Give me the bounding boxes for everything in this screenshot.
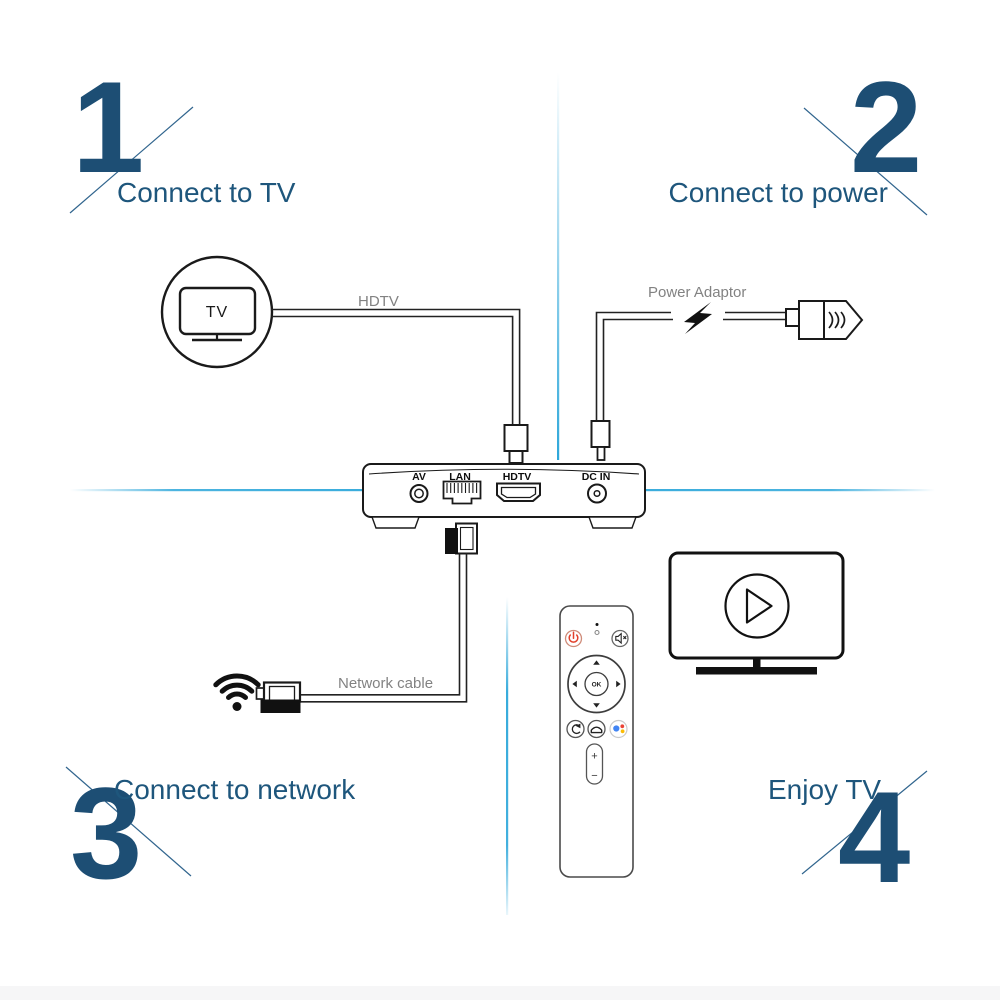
dc-connector-body: [590, 420, 611, 448]
power-button: [564, 629, 583, 648]
ok-button: [584, 671, 609, 697]
power-cable-inner: [602, 318, 673, 421]
tv-circle-icon: TV: [160, 255, 274, 369]
av-port-label: AV: [412, 471, 426, 483]
step-2-number: 2: [850, 54, 922, 200]
hdmi-connector: [503, 424, 529, 464]
hdmi-connector-body: [503, 424, 529, 452]
remote-control: OK + −: [559, 605, 634, 878]
av-port: [409, 484, 429, 503]
rj45-inner: [268, 685, 296, 703]
hdmi-connector-tip: [508, 450, 524, 464]
dc-connector: [590, 420, 611, 461]
plug-neck: [785, 308, 800, 327]
enjoy-tv-stand-stem: [753, 658, 761, 669]
play-icon: [745, 588, 773, 624]
back-button: [566, 719, 585, 739]
hdmi-port: [496, 482, 541, 502]
device-foot-right: [588, 516, 637, 529]
lan-port-pins: [446, 483, 478, 493]
dcin-port: [587, 483, 607, 504]
mute-x-icon: [623, 635, 627, 640]
assistant-yellow-dot: [620, 729, 625, 734]
wifi-icon: [213, 673, 261, 711]
power-adaptor-label: Power Adaptor: [648, 284, 747, 301]
plug-body: [798, 300, 825, 340]
device-rear-panel: AV LAN HDTV DC IN: [362, 463, 646, 529]
dpad-right-arrow: [616, 680, 621, 688]
network-cable-outer: [294, 553, 461, 696]
ethernet-connector-boot: [445, 528, 458, 554]
volume-down-label: −: [591, 770, 597, 782]
dc-connector-tip: [596, 446, 606, 461]
home-icon: [590, 726, 603, 734]
power-cable-outer: [595, 311, 671, 421]
rj45-connector: [255, 681, 302, 713]
plug-head: [823, 300, 864, 340]
dcin-port-label: DC IN: [582, 471, 611, 483]
lan-port-label: LAN: [449, 471, 471, 483]
step-4-number: 4: [838, 764, 910, 910]
home-button: [587, 719, 606, 739]
hdmi-port-label: HDTV: [503, 471, 532, 483]
enjoy-tv-icon: [668, 551, 845, 675]
hdtv-cable-label: HDTV: [358, 293, 399, 310]
network-cable: [294, 553, 468, 703]
step-2-title: Connect to power: [668, 177, 888, 208]
ok-button-label: OK: [592, 682, 602, 689]
step-3-number: 3: [70, 760, 142, 906]
step-1-diagonal-line: [69, 106, 194, 214]
mute-button: [611, 629, 629, 648]
back-arrow-head: [575, 723, 581, 729]
ethernet-connector: [445, 522, 478, 555]
tv-label: TV: [206, 304, 228, 321]
hdtv-cable: [271, 308, 521, 425]
step-1-title: Connect to TV: [117, 177, 296, 208]
back-arrow-arc: [571, 724, 581, 735]
device-top-edge: [368, 468, 640, 475]
step-2-diagonal-line: [803, 107, 928, 216]
dpad-left-arrow: [572, 680, 577, 688]
wifi-dot: [232, 702, 242, 711]
device-foot-left: [371, 516, 420, 529]
assistant-blue-dot: [613, 725, 620, 732]
mute-speaker-icon: [615, 632, 622, 645]
lightning-icon: [684, 302, 712, 334]
volume-rocker: + −: [585, 743, 604, 785]
step-3-title: Connect to network: [114, 774, 356, 805]
volume-up-label: +: [591, 751, 597, 763]
assistant-red-dot: [620, 724, 625, 729]
power-plug-icon: [785, 300, 864, 340]
step-4-diagonal-line: [801, 770, 928, 875]
plug-chevrons: [828, 311, 846, 329]
hdtv-cable-inner: [272, 315, 514, 425]
vertical-divider-line-top: [557, 72, 560, 460]
enjoy-tv-stand-base: [696, 667, 817, 675]
play-circle: [724, 573, 790, 639]
power-icon: [568, 631, 579, 643]
rj45-boot: [260, 699, 301, 713]
network-cable-label: Network cable: [338, 675, 434, 692]
vertical-divider-line-bottom: [506, 597, 509, 915]
ethernet-connector-inner: [459, 526, 474, 551]
step-4-title: Enjoy TV: [768, 774, 882, 805]
step-1-number: 1: [72, 54, 144, 200]
network-cable-inner: [294, 553, 468, 703]
power-cable: [595, 311, 788, 421]
lan-port: [442, 480, 482, 505]
dpad: OK: [567, 654, 626, 714]
footer-strip: [0, 986, 1000, 1000]
step-3-diagonal-line: [65, 766, 192, 877]
hdtv-cable-outer: [271, 308, 521, 425]
assistant-button: [609, 719, 628, 739]
dpad-down-arrow: [593, 703, 600, 708]
mic-icon: [594, 623, 600, 636]
dpad-up-arrow: [593, 660, 600, 665]
